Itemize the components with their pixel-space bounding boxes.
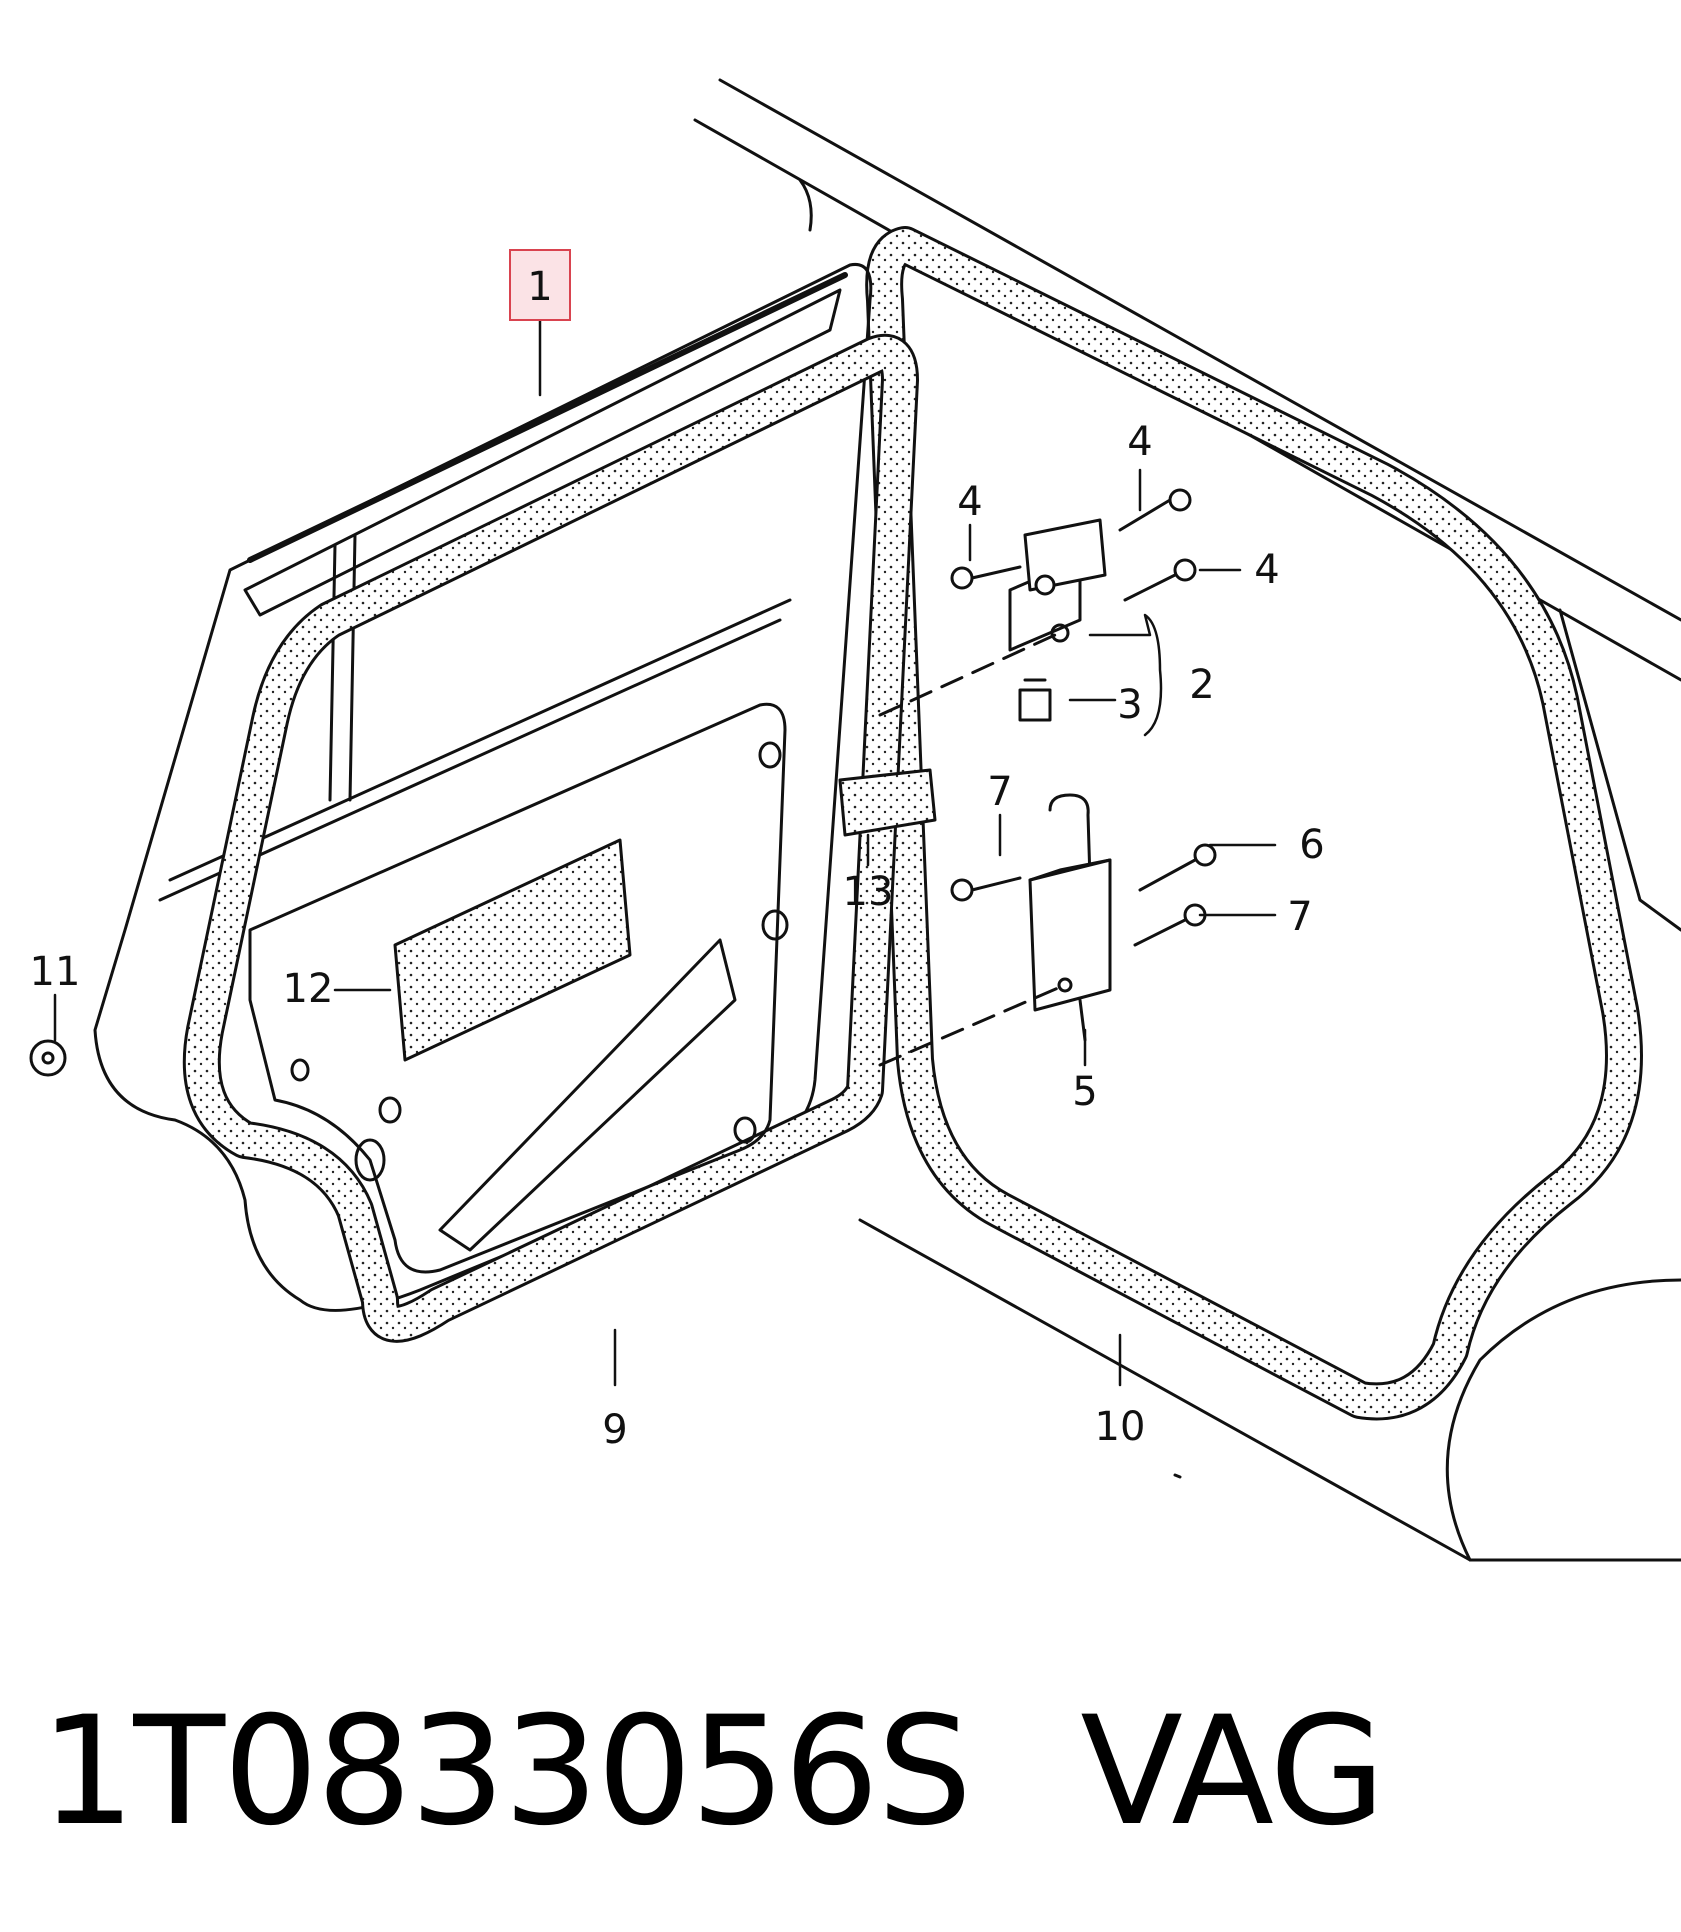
leader-lines — [53, 318, 1277, 1387]
door-buffer — [838, 768, 937, 837]
bolt-icon — [1123, 558, 1197, 602]
callout-6: 6 — [1299, 822, 1324, 868]
bolt-icon — [950, 565, 1022, 590]
highlight-box — [509, 249, 571, 321]
upper-hinge — [878, 518, 1107, 717]
inner-door-panel — [248, 702, 789, 1274]
bolt-icon — [1138, 843, 1217, 892]
callout-2: 2 — [1189, 662, 1214, 708]
part-caption: 1T0833056S VAG — [40, 1685, 1494, 1859]
body-door-seal-fill — [868, 229, 1640, 1418]
callout-1: 1 — [527, 264, 552, 310]
trim-clip-icon — [29, 1039, 67, 1077]
alignment-line — [878, 983, 1067, 1067]
callout-4b: 4 — [1127, 419, 1152, 465]
hinge-pin — [1018, 678, 1052, 722]
brand-name: VAG — [1080, 1685, 1385, 1859]
bolt-icon — [950, 876, 1022, 902]
callout-13: 13 — [843, 869, 894, 915]
callout-4a: 4 — [957, 479, 982, 525]
callout-12: 12 — [283, 966, 334, 1012]
callout-10: 10 — [1095, 1404, 1146, 1450]
callout-7b: 7 — [1287, 894, 1312, 940]
callout-5: 5 — [1072, 1069, 1097, 1115]
callout-9: 9 — [602, 1407, 627, 1453]
callout-4c: 4 — [1254, 547, 1279, 593]
door-seal-fill — [185, 336, 916, 1340]
callout-7a: 7 — [987, 769, 1012, 815]
bolt-icon — [1133, 903, 1207, 947]
damping-pad — [393, 838, 632, 1062]
door-shell — [93, 262, 873, 1312]
callout-11: 11 — [30, 949, 81, 995]
callout-3: 3 — [1117, 682, 1142, 728]
part-number: 1T0833056S — [40, 1685, 972, 1859]
bolt-icon — [1118, 488, 1192, 532]
window-frame-seal — [247, 272, 848, 563]
lower-hinge — [1028, 793, 1112, 1042]
